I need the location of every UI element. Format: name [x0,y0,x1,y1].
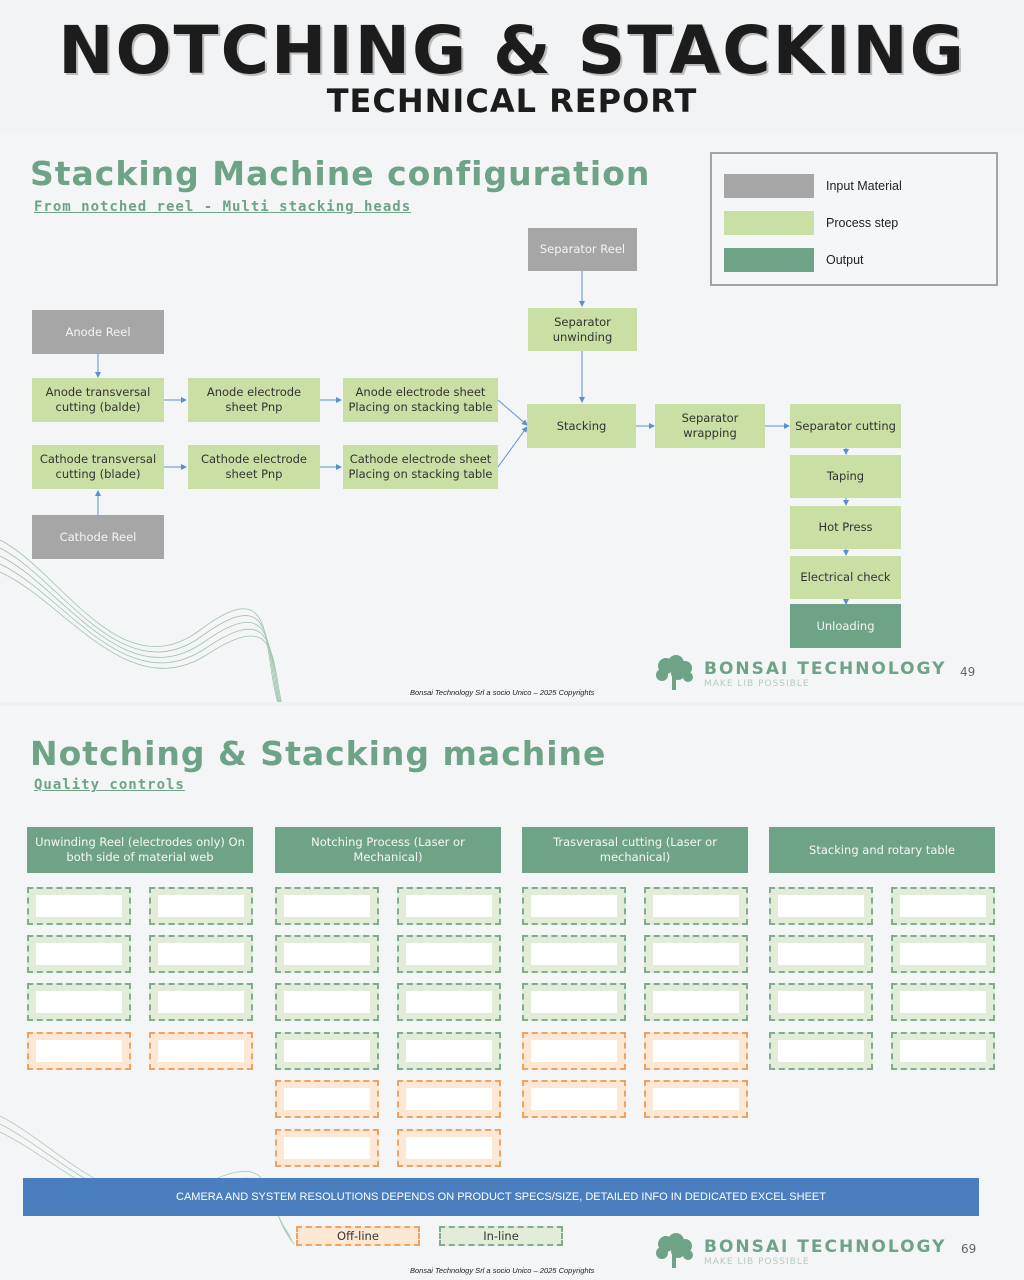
qc-inline-box [275,887,379,925]
qc-offline-box [397,1080,501,1118]
brand-name: BONSAI TECHNOLOGY [704,659,947,679]
legend-item-input: Input Material [724,174,902,198]
qc-inline-box [769,1032,873,1070]
report-title: NOTCHING & STACKING [58,12,966,89]
slide-title: Stacking Machine configuration [30,154,651,193]
qc-inline-box [644,983,748,1021]
node-taping: Taping [790,455,901,498]
node-separator-wrapping: Separator wrapping [655,404,765,448]
node-cathode-pnp: Cathode electrode sheet Pnp [188,445,320,489]
qc-inline-box [522,935,626,973]
node-anode-cutting: Anode transversal cutting (balde) [32,378,164,422]
node-anode-pnp: Anode electrode sheet Pnp [188,378,320,422]
node-stacking: Stacking [527,404,636,448]
brand-logo: BONSAI TECHNOLOGY MAKE LIB POSSIBLE [652,1232,946,1272]
copyright: Bonsai Technology Srl a socio Unico – 20… [410,1266,595,1275]
legend-swatch [724,211,814,235]
legend-swatch [724,248,814,272]
copyright: Bonsai Technology Srl a socio Unico – 20… [410,688,595,697]
flow-connectors [95,271,849,605]
qc-offline-box [522,1080,626,1118]
qc-inline-box [769,887,873,925]
key-inline: In-line [439,1226,563,1246]
qc-inline-box [149,935,253,973]
legend-label: Output [826,253,864,267]
qc-inline-box [891,1032,995,1070]
legend-item-output: Output [724,248,864,272]
decorative-wave [0,1115,295,1245]
arrow [497,399,528,426]
qc-inline-box [397,1032,501,1070]
page-number: 49 [960,665,976,679]
node-separator-reel: Separator Reel [528,228,637,271]
node-cathode-cutting: Cathode transversal cutting (blade) [32,445,164,489]
qc-inline-box [891,887,995,925]
key-offline: Off-line [296,1226,420,1246]
brand-logo: BONSAI TECHNOLOGY MAKE LIB POSSIBLE [652,654,946,694]
column-header-cutting: Trasverasal cutting (Laser or mechanical… [522,827,748,873]
slide-stacking-configuration: Stacking Machine configuration From notc… [0,130,1024,702]
slide-quality-controls: Notching & Stacking machine Quality cont… [0,706,1024,1280]
column-header-stacking: Stacking and rotary table [769,827,995,873]
decorative-wave [0,539,282,702]
slide-subtitle: From notched reel - Multi stacking heads [34,199,412,215]
legend-label: Process step [826,216,899,230]
qc-offline-box [275,1129,379,1167]
qc-inline-box [644,935,748,973]
legend-swatch [724,174,814,198]
qc-offline-box [149,1032,253,1070]
legend: Input Material Process step Output [710,152,998,286]
brand-tagline: MAKE LIB POSSIBLE [704,1257,810,1267]
column-header-unwinding: Unwinding Reel (electrodes only) On both… [27,827,253,873]
qc-inline-box [891,983,995,1021]
node-separator-unwinding: Separator unwinding [528,308,637,351]
slide-subtitle: Quality controls [34,777,185,793]
qc-inline-box [27,935,131,973]
qc-inline-box [769,935,873,973]
qc-offline-box [522,1032,626,1070]
qc-inline-box [275,983,379,1021]
node-separator-cutting: Separator cutting [790,404,901,448]
qc-inline-box [644,887,748,925]
qc-inline-box [149,983,253,1021]
qc-inline-box [891,935,995,973]
node-anode-reel: Anode Reel [32,310,164,354]
slide-title: Notching & Stacking machine [30,734,607,773]
legend-item-process: Process step [724,211,898,235]
brand-name: BONSAI TECHNOLOGY [704,1237,947,1257]
report-subtitle: TECHNICAL REPORT [326,82,698,120]
qc-inline-box [769,983,873,1021]
qc-inline-box [397,983,501,1021]
bonsai-tree-icon [656,655,693,690]
brand-tagline: MAKE LIB POSSIBLE [704,679,810,689]
legend-label: Input Material [826,179,902,193]
qc-offline-box [644,1080,748,1118]
qc-inline-box [522,887,626,925]
qc-inline-box [149,887,253,925]
qc-inline-box [275,1032,379,1070]
qc-inline-box [27,983,131,1021]
qc-offline-box [644,1032,748,1070]
qc-inline-box [397,935,501,973]
node-anode-placing: Anode electrode sheet Placing on stackin… [343,378,498,422]
node-cathode-reel: Cathode Reel [32,515,164,559]
qc-inline-box [27,887,131,925]
report-header: NOTCHING & STACKING TECHNICAL REPORT [0,0,1024,130]
node-unloading: Unloading [790,604,901,648]
qc-inline-box [397,887,501,925]
page-number: 69 [961,1242,977,1256]
qc-offline-box [275,1080,379,1118]
node-cathode-placing: Cathode electrode sheet Placing on stack… [343,445,498,489]
bonsai-tree-icon [656,1233,693,1268]
node-electrical-check: Electrical check [790,556,901,599]
arrow [497,426,528,468]
resolution-banner: CAMERA AND SYSTEM RESOLUTIONS DEPENDS ON… [23,1178,979,1216]
column-header-notching: Notching Process (Laser or Mechanical) [275,827,501,873]
qc-inline-box [522,983,626,1021]
qc-inline-box [275,935,379,973]
qc-offline-box [397,1129,501,1167]
node-hot-press: Hot Press [790,506,901,549]
qc-offline-box [27,1032,131,1070]
